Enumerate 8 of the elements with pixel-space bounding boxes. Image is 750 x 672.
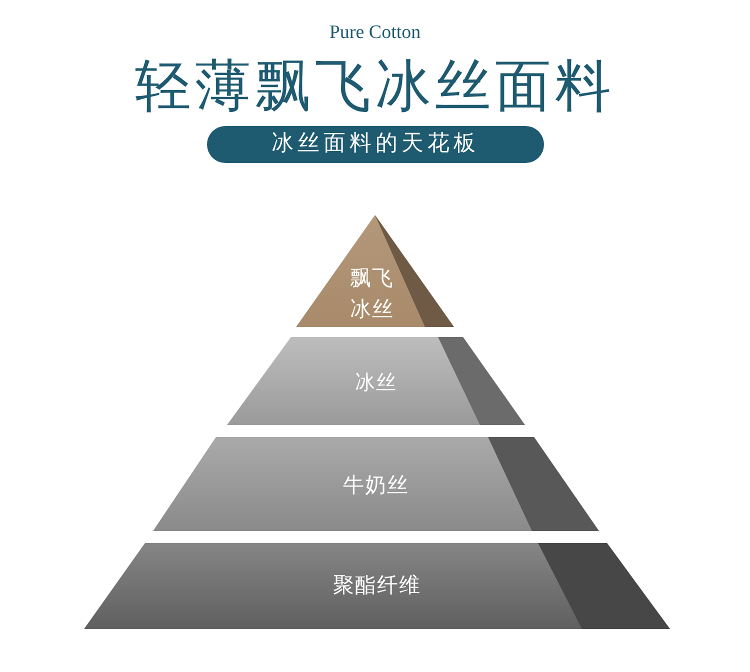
tier-label: 飘飞冰丝 [349, 265, 395, 323]
tier-label: 牛奶丝 [342, 472, 410, 499]
title: 轻薄飘飞冰丝面料 [134, 54, 616, 120]
tier-label: 聚酯纤维 [332, 572, 422, 599]
subtitle-text: Pure Cotton [328, 22, 422, 44]
tier-label: 冰丝 [354, 369, 398, 396]
banner [207, 126, 544, 163]
banner-text: 冰丝面料的天花板 [270, 130, 480, 158]
